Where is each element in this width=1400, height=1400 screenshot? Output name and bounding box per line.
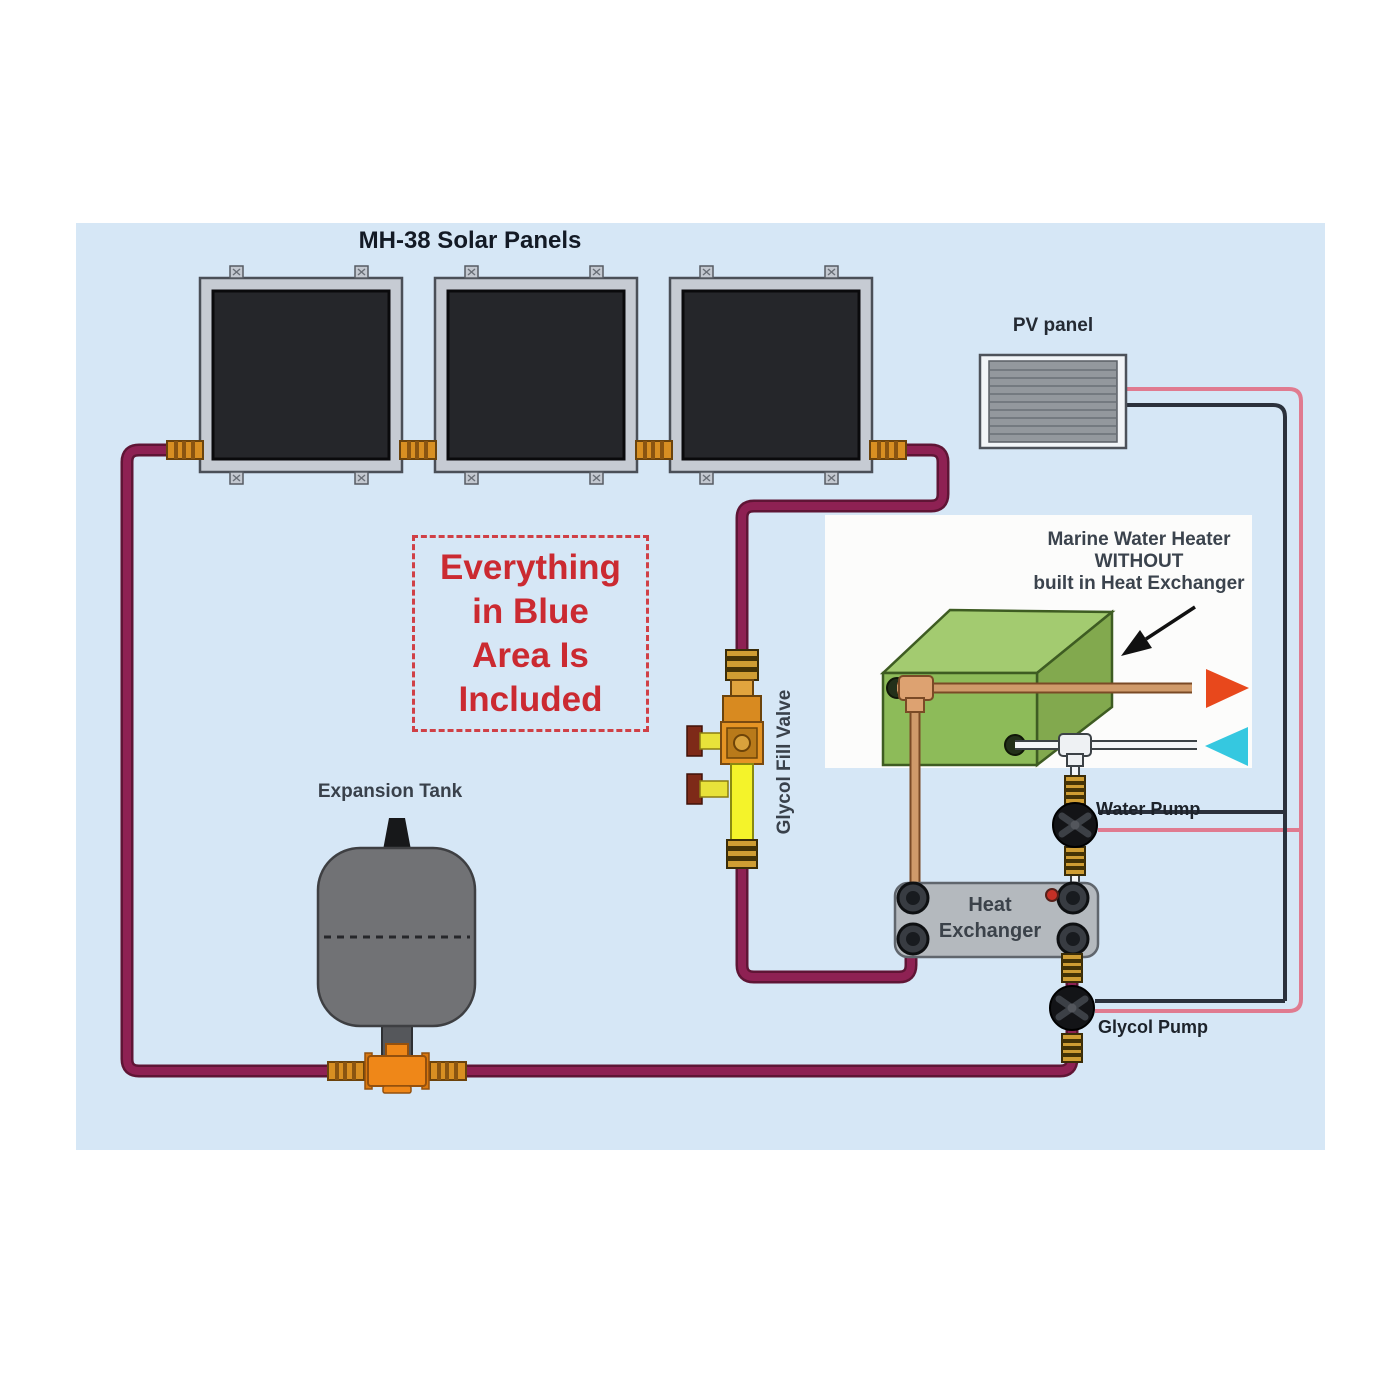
pv-wiring	[1095, 387, 1303, 1013]
solar-panel-array	[166, 266, 907, 484]
heater-label-line: built in Heat Exchanger	[1033, 573, 1245, 594]
included-note-line: in Blue	[472, 591, 589, 631]
marine-water-heater-label: Marine Water Heater WITHOUT built in Hea…	[1019, 529, 1259, 595]
expansion-tank	[316, 818, 477, 1094]
water-pump-label: Water Pump	[1096, 799, 1201, 819]
heat-exchanger-label-line: Heat	[968, 894, 1012, 916]
included-note-line: Area Is	[472, 635, 589, 675]
glycol-piping	[120, 443, 1079, 1078]
positive-wire	[1095, 387, 1303, 1013]
diagram-title: MH-38 Solar Panels	[358, 227, 582, 254]
heat-exchanger-label-line: Exchanger	[938, 920, 1042, 942]
cold-water-in-arrow	[1205, 727, 1248, 766]
heat-exchanger	[893, 881, 1100, 959]
expansion-tank-tee	[327, 1043, 467, 1094]
copper-piping	[897, 682, 1192, 897]
included-note-line: Included	[458, 679, 603, 719]
heat-exchanger-ports	[896, 881, 1090, 956]
glycol-pump-label: Glycol Pump	[1098, 1017, 1209, 1037]
solar-panel-1	[200, 266, 402, 484]
tank-cap	[383, 818, 411, 850]
valve-handle-bottom	[686, 773, 729, 805]
solar-panel-3	[670, 266, 872, 484]
glycol-fill-valve-label: Glycol Fill Valve	[774, 689, 795, 835]
glycol-fill-valve	[686, 649, 764, 869]
expansion-tank-label: Expansion Tank	[317, 781, 463, 802]
heat-exchanger-indicator-dot	[1045, 888, 1059, 902]
copper-tee-fitting	[898, 675, 934, 713]
heat-exchanger-label: Heat Exchanger	[925, 892, 1055, 944]
heater-label-line: WITHOUT	[1094, 551, 1184, 572]
hot-water-out-arrow	[1206, 669, 1249, 708]
negative-wire	[1095, 403, 1287, 1003]
included-note-line: Everything	[440, 547, 621, 587]
pv-panel	[978, 353, 1128, 450]
pv-panel-label: PV panel	[1012, 315, 1094, 336]
heater-annotation-arrow	[1121, 605, 1196, 656]
solar-panel-2	[435, 266, 637, 484]
included-note: Everything in Blue Area Is Included	[412, 535, 649, 732]
heater-label-line: Marine Water Heater	[1047, 529, 1231, 550]
white-tee-fitting	[1058, 733, 1092, 767]
